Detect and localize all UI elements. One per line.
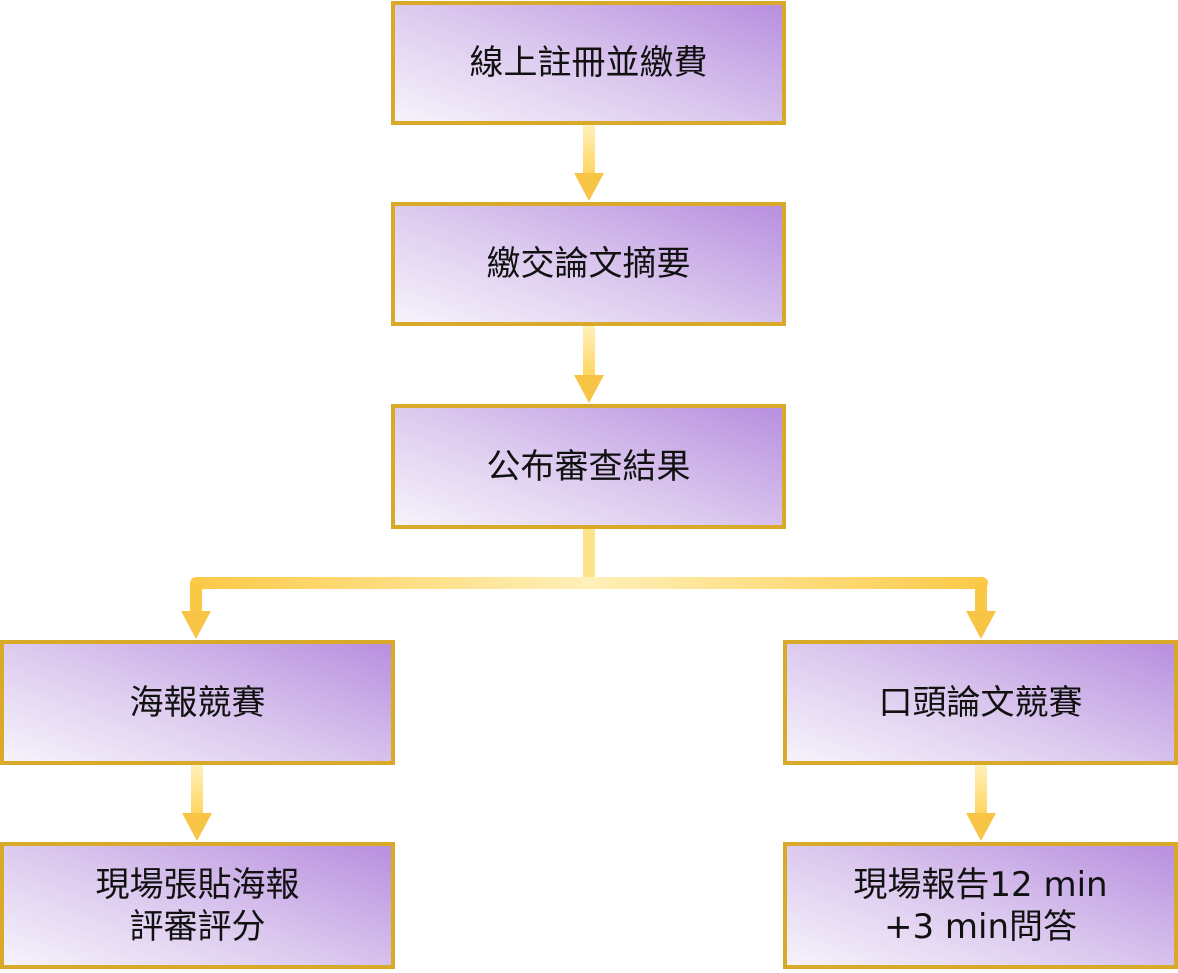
step-review-box: 公布審查結果 [391, 404, 786, 529]
detail-poster-line-1: 現場張貼海報 [95, 864, 300, 905]
detail-oral-line-2: +3 min問答 [883, 906, 1078, 947]
split-connector [181, 529, 996, 639]
detail-oral-line-1: 現場報告12 min [853, 864, 1108, 905]
step-register-box: 線上註冊並繳費 [391, 1, 786, 125]
detail-poster-line-2: 評審評分 [129, 906, 266, 947]
step-abstract-box: 繳交論文摘要 [391, 202, 786, 326]
branch-poster-label: 海報競賽 [129, 682, 266, 723]
arrow-register-to-abstract [574, 125, 604, 201]
branch-poster-box: 海報競賽 [0, 640, 395, 765]
step-review-label: 公布審查結果 [486, 446, 691, 487]
arrow-oral-to-detail [966, 765, 996, 841]
step-register-label: 線上註冊並繳費 [469, 43, 708, 83]
branch-oral-label: 口頭論文競賽 [878, 682, 1083, 723]
branch-oral-box: 口頭論文競賽 [783, 640, 1178, 765]
arrow-abstract-to-review [574, 326, 604, 403]
detail-poster-box: 現場張貼海報 評審評分 [0, 842, 395, 969]
arrow-poster-to-detail [182, 765, 212, 841]
step-abstract-label: 繳交論文摘要 [486, 244, 691, 284]
detail-oral-box: 現場報告12 min +3 min問答 [783, 842, 1178, 969]
